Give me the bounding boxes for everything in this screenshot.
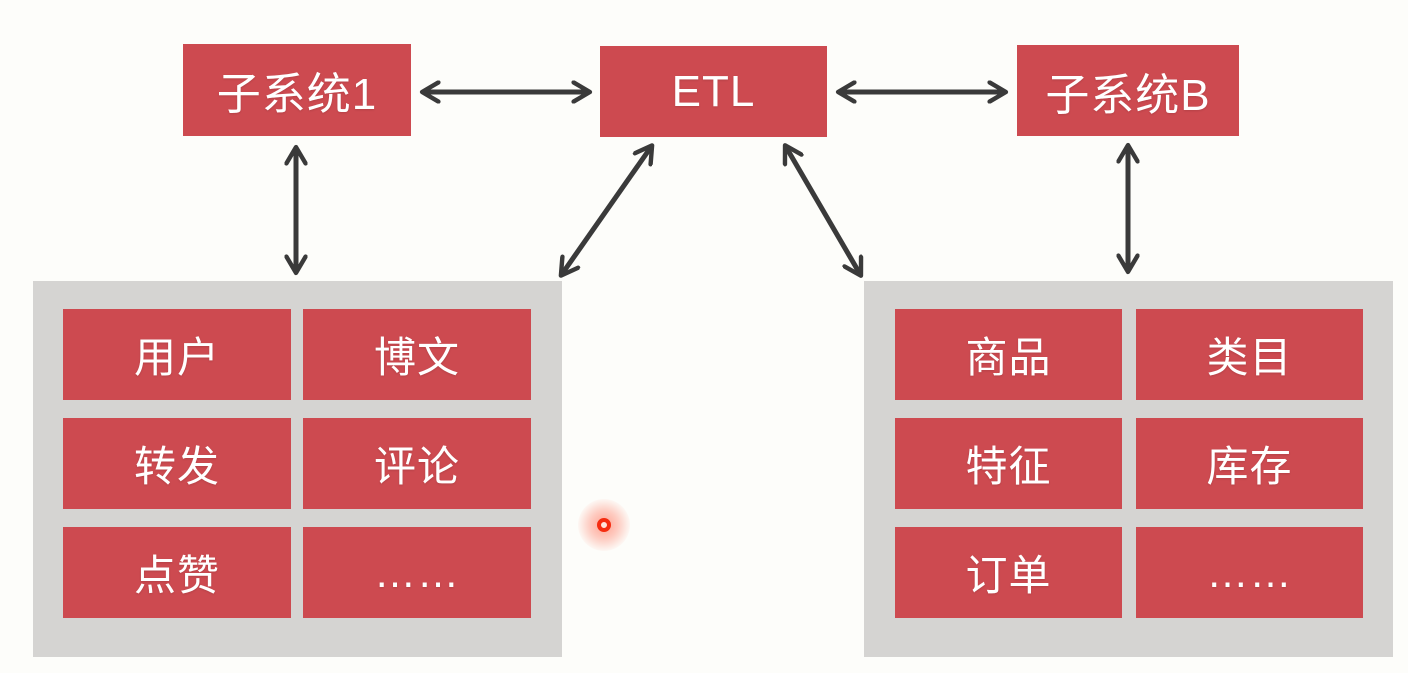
table-chip-comments: 评论 (303, 418, 531, 509)
table-chip-more-left: …… (303, 527, 531, 618)
arrow-etl-lefttables (562, 147, 651, 274)
laser-pointer-dot (597, 518, 611, 532)
right-table-group-panel: 商品 类目 特征 库存 订单 …… (864, 281, 1393, 657)
table-chip-orders: 订单 (895, 527, 1122, 618)
table-chip-posts: 博文 (303, 309, 531, 400)
table-chip-likes: 点赞 (63, 527, 291, 618)
node-subsystem-1: 子系统1 (183, 44, 411, 136)
table-chip-inventory: 库存 (1136, 418, 1363, 509)
table-chip-more-right: …… (1136, 527, 1363, 618)
table-chip-products: 商品 (895, 309, 1122, 400)
table-chip-categories: 类目 (1136, 309, 1363, 400)
arrow-etl-righttables (786, 147, 860, 274)
node-subsystem-b: 子系统B (1017, 45, 1239, 136)
left-table-group-panel: 用户 博文 转发 评论 点赞 …… (33, 281, 562, 657)
table-chip-reposts: 转发 (63, 418, 291, 509)
table-chip-users: 用户 (63, 309, 291, 400)
table-chip-features: 特征 (895, 418, 1122, 509)
node-etl: ETL (600, 46, 827, 137)
